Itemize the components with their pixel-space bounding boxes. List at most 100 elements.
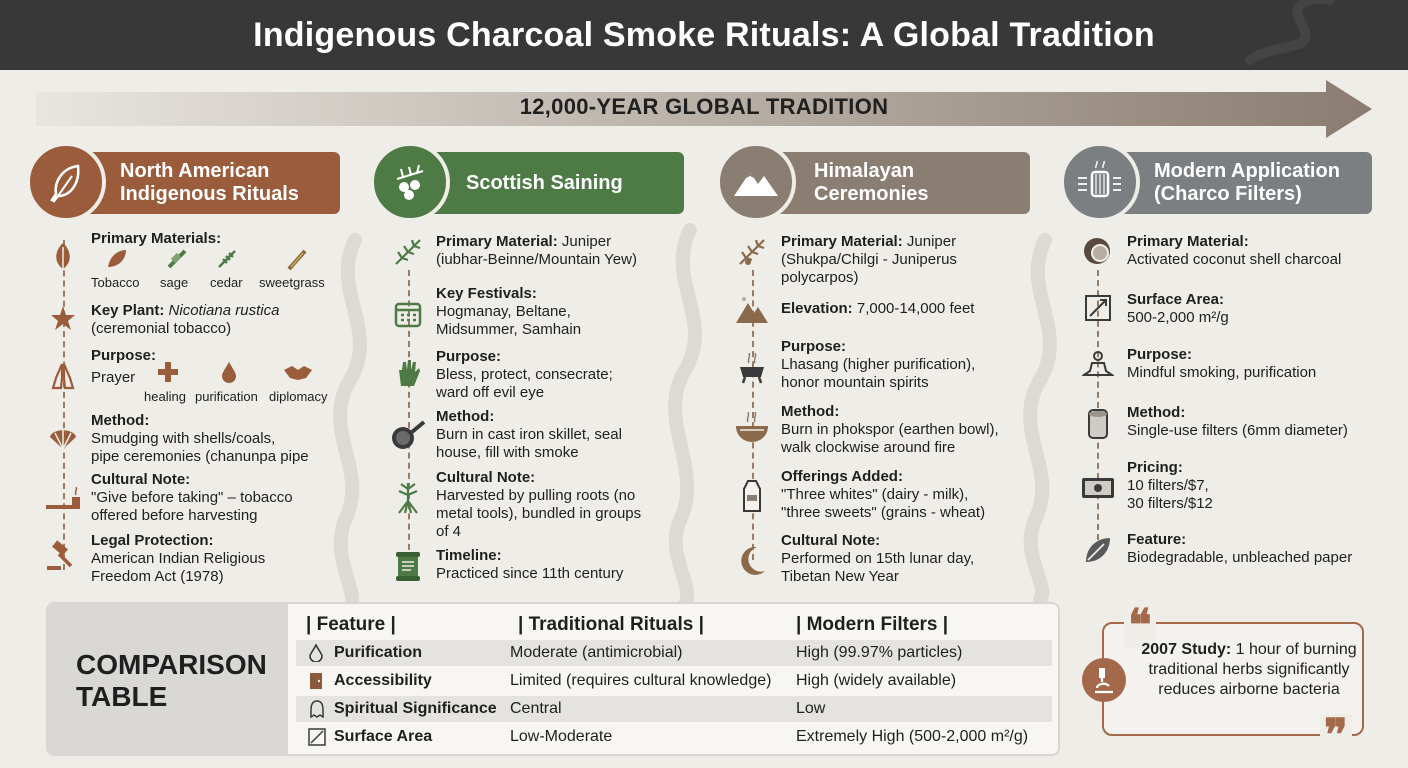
cultural-note: Cultural Note: Harvested by pulling root… [436, 469, 642, 540]
microscope-icon [1082, 658, 1126, 702]
leaf-icon [47, 240, 79, 272]
handshake-icon [284, 366, 312, 380]
meditation-icon [1082, 349, 1114, 381]
header-line2: Ceremonies [814, 183, 929, 205]
calendar-icon [392, 298, 424, 330]
key-festivals: Key Festivals: Hogmanay, Beltane, Midsum… [436, 285, 582, 338]
page-title: Indigenous Charcoal Smoke Rituals: A Glo… [253, 15, 1155, 54]
area-icon [308, 728, 326, 746]
tobacco-leaf-icon [108, 250, 126, 267]
elevation: Elevation: 7,000-14,000 feet [781, 300, 975, 317]
shell-icon [47, 422, 79, 454]
timeline: Timeline: Practiced since 11th century [436, 547, 624, 582]
pricing: Pricing: 10 filters/$7, 30 filters/$12 [1127, 459, 1213, 512]
connector-line [752, 270, 754, 560]
spirit-icon [310, 700, 324, 718]
title-bar: Indigenous Charcoal Smoke Rituals: A Glo… [0, 0, 1408, 70]
header-line1: North American [120, 160, 270, 182]
surface-area: Surface Area: 500-2,000 m²/g [1127, 291, 1229, 326]
cross-icon [158, 362, 178, 382]
mountain-peak-icon [734, 294, 770, 326]
crescent-moon-icon [736, 545, 768, 577]
censer-icon [736, 352, 768, 384]
header-line2: (Charco Filters) [1154, 183, 1302, 205]
table-row: Spiritual Significance Central Low [296, 696, 1052, 722]
cedar-icon [218, 250, 236, 268]
pipe-icon [44, 484, 84, 516]
header-modern: | Modern Filters | [796, 614, 949, 635]
filter-cylinder-icon [1082, 408, 1114, 440]
header-himalayan: Himalayan Ceremonies [750, 152, 1030, 214]
table-row: Accessibility Limited (requires cultural… [296, 668, 1052, 694]
materials-list: Tobacco sage cedar sweetgrass [91, 247, 341, 291]
timeline-banner: 12,000-YEAR GLOBAL TRADITION [36, 80, 1372, 138]
method: Method: Burn in cast iron skillet, seal … [436, 408, 622, 461]
door-icon [310, 673, 322, 689]
table-row: Surface Area Low-Moderate Extremely High… [296, 724, 1052, 750]
juniper-sprig-icon [736, 236, 768, 268]
juniper-sprig-icon [392, 236, 424, 268]
purpose-purification: purification [195, 389, 258, 404]
primary-material: Primary Material: Juniper (Shukpa/Chilgi… [781, 233, 957, 286]
material-tobacco: Tobacco [91, 275, 140, 290]
purpose: Purpose: Lhasang (higher purification), … [781, 338, 976, 391]
connector-line [408, 270, 410, 560]
tobacco-flower-icon [47, 302, 79, 334]
juniper-berries-icon [370, 142, 450, 222]
table-row: Purification Moderate (antimicrobial) Hi… [296, 640, 1052, 666]
primary-materials: Primary Materials: [91, 230, 222, 247]
money-icon [1080, 472, 1116, 504]
hand-icon [392, 356, 424, 388]
method: Method: Smudging with shells/coals, pipe… [91, 412, 309, 465]
material-sage: sage [160, 275, 189, 290]
header-line2: Indigenous Rituals [120, 183, 299, 205]
header-traditional: | Traditional Rituals | [518, 614, 704, 635]
header-text: Scottish Saining [466, 171, 623, 194]
milk-carton-icon [736, 480, 768, 512]
study-text: 2007 Study: 1 hour of burning traditiona… [1141, 641, 1357, 698]
eco-leaf-icon [1082, 534, 1114, 566]
connector-line [63, 240, 65, 570]
skillet-icon [388, 420, 426, 452]
timeline-arrow [36, 80, 1372, 138]
primary-material: Primary Material: Activated coconut shel… [1127, 233, 1342, 268]
sage-icon [167, 249, 187, 269]
primary-material: Primary Material: Juniper (iubhar-Beinne… [436, 233, 637, 268]
purpose-healing: healing [144, 389, 186, 404]
feather-icon [26, 142, 106, 222]
material-cedar: cedar [210, 275, 243, 290]
header-line1: Modern Application [1154, 160, 1340, 182]
scroll-icon [392, 550, 424, 582]
method: Method: Burn in phokspor (earthen bowl),… [781, 403, 999, 456]
sweetgrass-icon [287, 249, 307, 271]
key-plant: Key Plant: Nicotiana rustica (ceremonial… [91, 302, 280, 337]
header-line1: Himalayan [814, 160, 915, 182]
purpose-list: healing purification diplomacy [144, 360, 344, 406]
surface-area-icon [1082, 292, 1114, 324]
header-modern: Modern Application (Charco Filters) [1094, 152, 1372, 214]
purpose: Purpose: Mindful smoking, purification [1127, 346, 1317, 381]
purpose: Purpose: Bless, protect, consecrate; war… [436, 348, 613, 401]
praying-hands-icon [47, 360, 79, 392]
offerings-added: Offerings Added: "Three whites" (dairy -… [781, 468, 986, 521]
roots-icon [392, 482, 424, 514]
gavel-icon [45, 540, 77, 572]
purpose-diplomacy: diplomacy [269, 389, 328, 404]
cultural-note: Cultural Note: "Give before taking" – to… [91, 471, 293, 524]
mountain-icon [716, 142, 796, 222]
close-quote-icon: ❞ [1320, 714, 1352, 758]
header-feature: | Feature | [306, 614, 396, 635]
timeline-label: 12,000-YEAR GLOBAL TRADITION [519, 94, 889, 119]
method: Method: Single-use filters (6mm diameter… [1127, 404, 1348, 439]
material-sweetgrass: sweetgrass [259, 275, 325, 290]
connector-line [1097, 270, 1099, 540]
droplet-icon [309, 644, 323, 662]
drop-icon [222, 362, 236, 383]
cultural-note: Cultural Note: Performed on 15th lunar d… [781, 532, 975, 585]
open-quote-icon: ❝ [1124, 604, 1156, 648]
coconut-icon [1082, 235, 1114, 267]
legal-protection: Legal Protection: American Indian Religi… [91, 532, 266, 585]
purpose: Purpose: Prayer [91, 347, 157, 386]
filter-icon [1060, 142, 1140, 222]
